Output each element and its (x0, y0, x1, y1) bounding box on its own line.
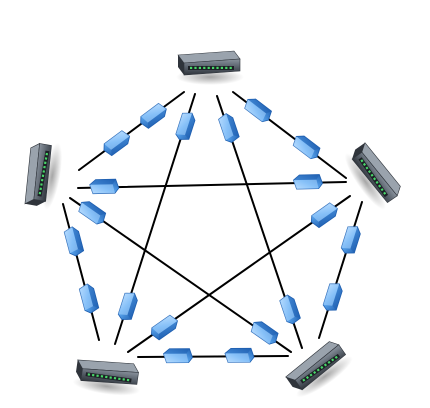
network-connector-icon (224, 347, 255, 363)
network-connector-icon (103, 130, 131, 157)
link-right-to-bottom-right (318, 201, 363, 339)
network-connector-icon (63, 226, 85, 257)
network-connector-icon (279, 294, 301, 325)
network-switch-icon-bottom-right (285, 341, 353, 398)
network-switch-icon-top (176, 50, 244, 85)
network-connector-icon (175, 112, 196, 140)
network-connector-icon (322, 283, 343, 311)
network-connector-icon (78, 283, 100, 314)
network-connector-icon (117, 292, 138, 320)
network-connector-icon (218, 113, 240, 143)
network-switch-icon-bottom-left (72, 359, 140, 396)
link-bottom-left-to-bottom-right (137, 355, 289, 358)
network-connector-icon (292, 174, 323, 190)
network-connector-icon (78, 201, 107, 225)
network-connector-icon (89, 178, 120, 195)
network-connector-icon (292, 135, 321, 160)
nodes-layer (24, 50, 401, 398)
link-left-to-bottom-left (62, 203, 100, 341)
network-connector-icon (140, 102, 167, 129)
network-connector-icon (310, 202, 338, 229)
link-top-to-left (78, 91, 185, 171)
network-connector-icon (250, 321, 279, 345)
network-connector-icon (163, 348, 193, 364)
network-switch-icon-left (24, 142, 63, 210)
connectors-layer (63, 98, 361, 364)
network-connector-icon (151, 314, 178, 341)
network-connector-icon (244, 98, 272, 123)
network-connector-icon (340, 226, 361, 254)
network-switch-icon-right (344, 142, 401, 210)
